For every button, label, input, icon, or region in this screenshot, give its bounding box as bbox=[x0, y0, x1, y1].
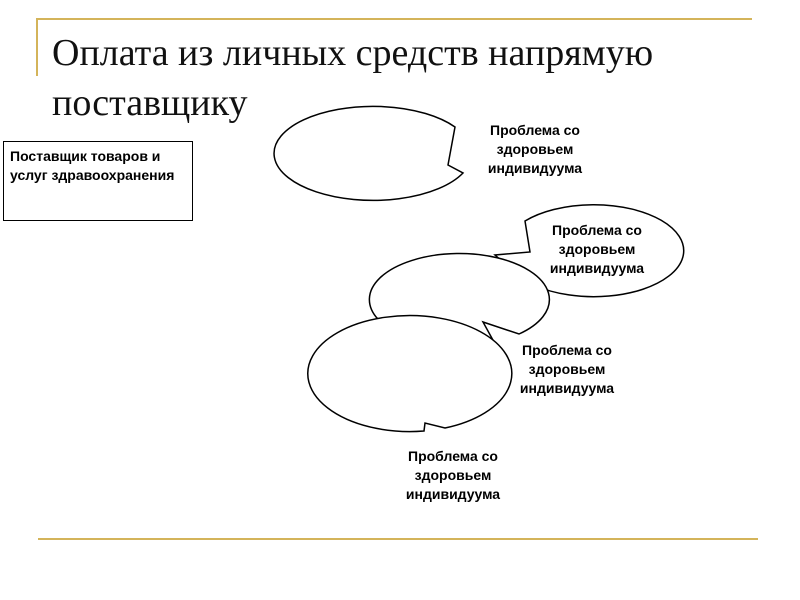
provider-box: Поставщик товаров и услуг здравоохранени… bbox=[3, 141, 193, 221]
bubble-label-4: Проблема со здоровьем индивидуума bbox=[405, 448, 501, 502]
speech-bubble-1 bbox=[273, 105, 465, 202]
bubble-label-1: Проблема со здоровьем индивидуума bbox=[487, 122, 583, 176]
bubble-label-3: Проблема со здоровьем индивидуума bbox=[519, 342, 615, 396]
top-divider bbox=[36, 18, 752, 20]
bottom-divider bbox=[38, 538, 758, 540]
bubble-label-2: Проблема со здоровьем индивидуума bbox=[549, 222, 645, 276]
speech-bubble-4 bbox=[307, 314, 513, 433]
left-accent-line bbox=[36, 18, 38, 76]
slide-title: Оплата из личных средств напрямую постав… bbox=[52, 32, 654, 124]
